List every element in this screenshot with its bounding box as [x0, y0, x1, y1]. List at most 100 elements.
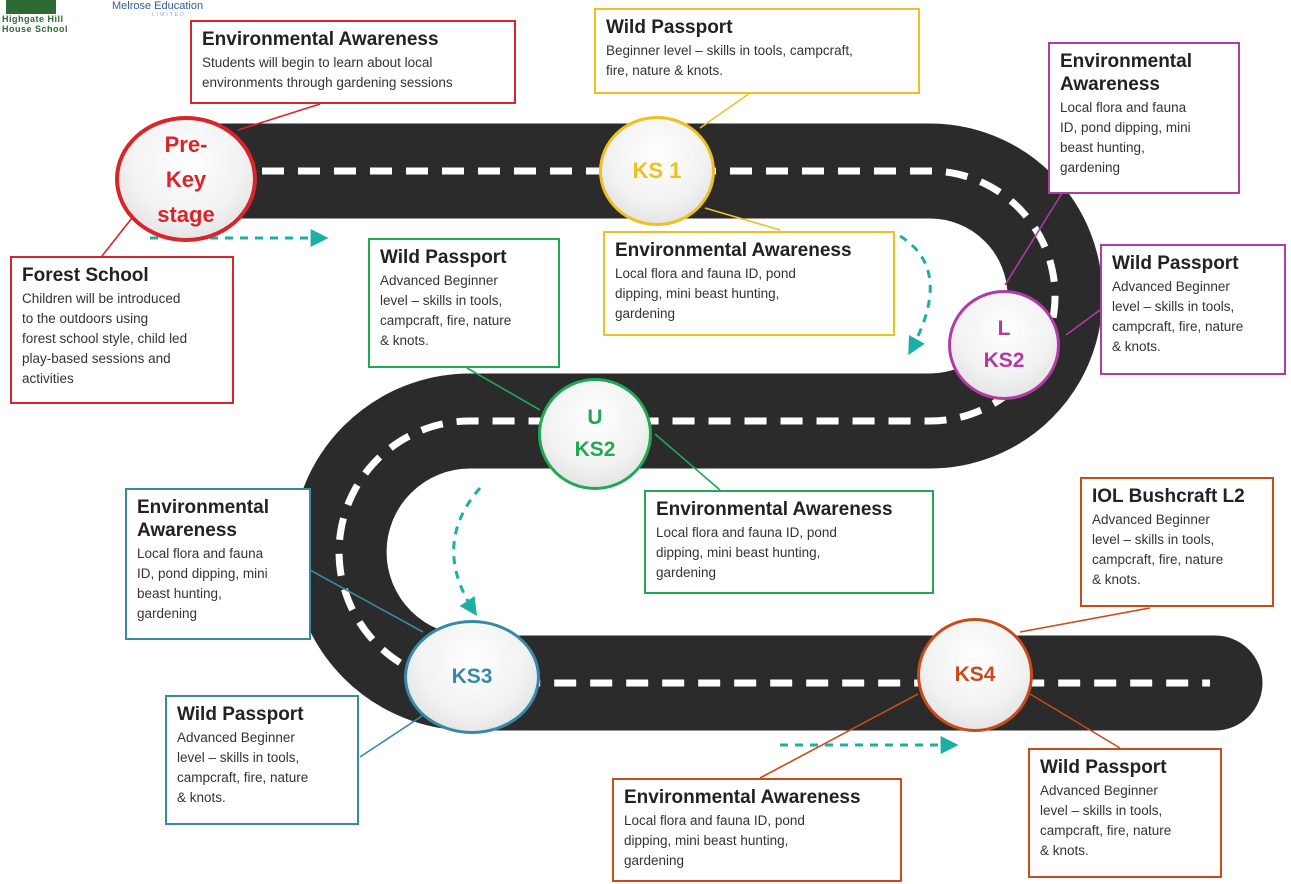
box-title: Environmental Awareness: [202, 29, 439, 50]
box-line: ID, pond dipping, mini: [1060, 120, 1191, 135]
box-line: beast hunting,: [137, 586, 222, 601]
box-line: level – skills in tools,: [1112, 299, 1235, 314]
partner-logo-name: Melrose Education: [112, 0, 204, 12]
box-line: beast hunting,: [1060, 140, 1145, 155]
box-line: gardening: [624, 853, 685, 868]
box-line: level – skills in tools,: [1092, 532, 1215, 547]
box-title-line: Environmental: [1060, 51, 1192, 72]
direction-arrow: [899, 234, 932, 356]
box-line: forest school style, child led: [22, 331, 188, 346]
stop-label-line: KS2: [574, 438, 616, 461]
school-logo: Highgate Hill House School: [0, 0, 92, 34]
box-title: Wild Passport: [380, 247, 507, 268]
box-line: campcraft, fire, nature: [1092, 552, 1224, 567]
box-title: Wild Passport: [177, 704, 304, 725]
stop-label-line: Pre-: [164, 131, 208, 157]
connector-line: [704, 207, 781, 231]
box-title: Environmental Awareness: [615, 240, 852, 261]
box-title: Forest School: [22, 265, 149, 286]
connector-line: [237, 103, 321, 131]
box-line: gardening: [615, 306, 676, 321]
connector-line: [759, 693, 919, 779]
box-line: dipping, mini beast hunting,: [656, 545, 821, 560]
box-line: level – skills in tools,: [380, 293, 503, 308]
box-env-awareness-lks2: Environmental Awareness Local flora and …: [1048, 42, 1240, 194]
stop-label-line: stage: [157, 201, 215, 227]
box-title-line: Environmental: [137, 497, 269, 518]
box-title: Wild Passport: [1040, 757, 1167, 778]
box-title-line: Awareness: [137, 520, 237, 541]
box-title: Environmental Awareness: [624, 787, 861, 808]
box-line: activities: [22, 371, 74, 386]
connector-line: [1065, 309, 1101, 336]
box-line: Local flora and fauna ID, pond: [624, 813, 805, 828]
box-line: level – skills in tools,: [177, 750, 300, 765]
stop-ks4: KS4: [917, 618, 1033, 732]
box-line: Beginner level – skills in tools, campcr…: [606, 43, 853, 58]
box-wild-passport-uks2: Wild Passport Advanced Beginner level – …: [368, 238, 560, 368]
connector-line: [1029, 693, 1121, 749]
box-wild-passport-ks1: Wild Passport Beginner level – skills in…: [594, 8, 920, 94]
school-logo-mark: [6, 0, 56, 14]
box-iol-bushcraft-ks4: IOL Bushcraft L2 Advanced Beginner level…: [1080, 477, 1274, 607]
stop-lower-ks2: L KS2: [948, 290, 1060, 400]
box-line: & knots.: [1112, 339, 1161, 354]
box-env-awareness-ks3: Environmental Awareness Local flora and …: [125, 488, 311, 640]
box-line: Local flora and fauna: [137, 546, 264, 561]
box-line: ID, pond dipping, mini: [137, 566, 268, 581]
box-line: environments through gardening sessions: [202, 75, 453, 90]
box-line: & knots.: [1092, 572, 1141, 587]
connector-line: [699, 92, 751, 129]
road-lane-marking: [190, 167, 1210, 687]
box-line: level – skills in tools,: [1040, 803, 1163, 818]
box-line: gardening: [656, 565, 717, 580]
school-logo-line1: Highgate Hill: [2, 14, 64, 24]
box-line: campcraft, fire, nature: [177, 770, 309, 785]
box-line: Local flora and fauna ID, pond: [656, 525, 837, 540]
box-line: Local flora and fauna ID, pond: [615, 266, 796, 281]
box-line: Children will be introduced: [22, 291, 181, 306]
connector-line: [1019, 607, 1151, 633]
box-line: gardening: [1060, 160, 1121, 175]
stop-label: KS 1: [632, 158, 682, 183]
box-line: Students will begin to learn about local: [202, 55, 433, 70]
stop-ks1: KS 1: [599, 116, 715, 226]
stop-pre-key-stage: Pre- Key stage: [115, 116, 257, 242]
partner-logo: Melrose Education LIMITED: [112, 0, 203, 18]
box-wild-passport-ks4: Wild Passport Advanced Beginner level – …: [1028, 748, 1222, 878]
stop-ks3: KS3: [404, 620, 540, 734]
connector-line: [1004, 189, 1065, 286]
stop-label-line: L: [997, 317, 1011, 340]
box-title: Wild Passport: [1112, 253, 1239, 274]
box-line: Local flora and fauna: [1060, 100, 1187, 115]
stop-label-line: U: [587, 406, 603, 429]
connector-line: [359, 715, 423, 758]
box-line: fire, nature & knots.: [606, 63, 724, 78]
box-line: & knots.: [177, 790, 226, 805]
box-env-awareness-ks1: Environmental Awareness Local flora and …: [603, 231, 895, 336]
box-env-awareness-uks2: Environmental Awareness Local flora and …: [644, 490, 934, 594]
school-logo-line2: House School: [2, 24, 69, 34]
partner-logo-sub: LIMITED: [152, 12, 186, 18]
box-line: & knots.: [380, 333, 429, 348]
box-title: Wild Passport: [606, 17, 733, 38]
stop-label-line: Key: [165, 166, 207, 192]
box-line: campcraft, fire, nature: [1040, 823, 1172, 838]
box-line: & knots.: [1040, 843, 1089, 858]
connector-line: [309, 569, 424, 633]
box-env-awareness-prekey: Environmental Awareness Students will be…: [190, 20, 516, 104]
stop-label-line: KS2: [983, 349, 1025, 372]
box-line: Advanced Beginner: [177, 730, 295, 745]
box-line: Advanced Beginner: [1092, 512, 1210, 527]
connector-line: [466, 367, 541, 411]
box-forest-school: Forest School Children will be introduce…: [10, 256, 234, 404]
direction-arrow: [452, 487, 482, 617]
connector-line: [101, 217, 133, 257]
stop-label: KS4: [954, 663, 996, 686]
box-line: campcraft, fire, nature: [1112, 319, 1244, 334]
box-title: IOL Bushcraft L2: [1092, 486, 1245, 507]
box-line: Advanced Beginner: [1040, 783, 1158, 798]
school-logo-text: Highgate Hill House School: [2, 14, 68, 34]
box-line: to the outdoors using: [22, 311, 149, 326]
